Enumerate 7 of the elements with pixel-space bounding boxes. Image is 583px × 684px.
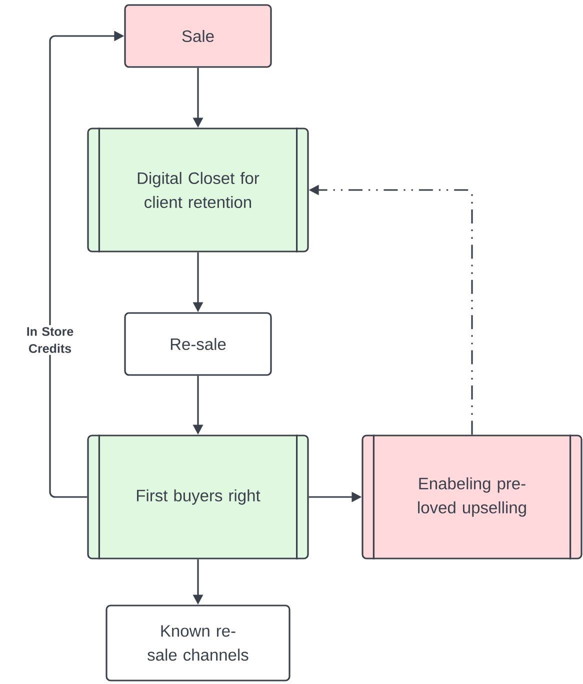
subprocess-box: Enabeling pre-loved upselling bbox=[362, 434, 582, 560]
process-box: Re-sale bbox=[124, 312, 272, 376]
subprocess-box: First buyers right bbox=[87, 434, 309, 560]
process-box: Sale bbox=[124, 4, 272, 68]
process-box: Known re-sale channels bbox=[106, 604, 290, 682]
subprocess-box: Digital Closet for client retention bbox=[87, 128, 309, 252]
edge-label: In Store Credits bbox=[17, 325, 83, 355]
